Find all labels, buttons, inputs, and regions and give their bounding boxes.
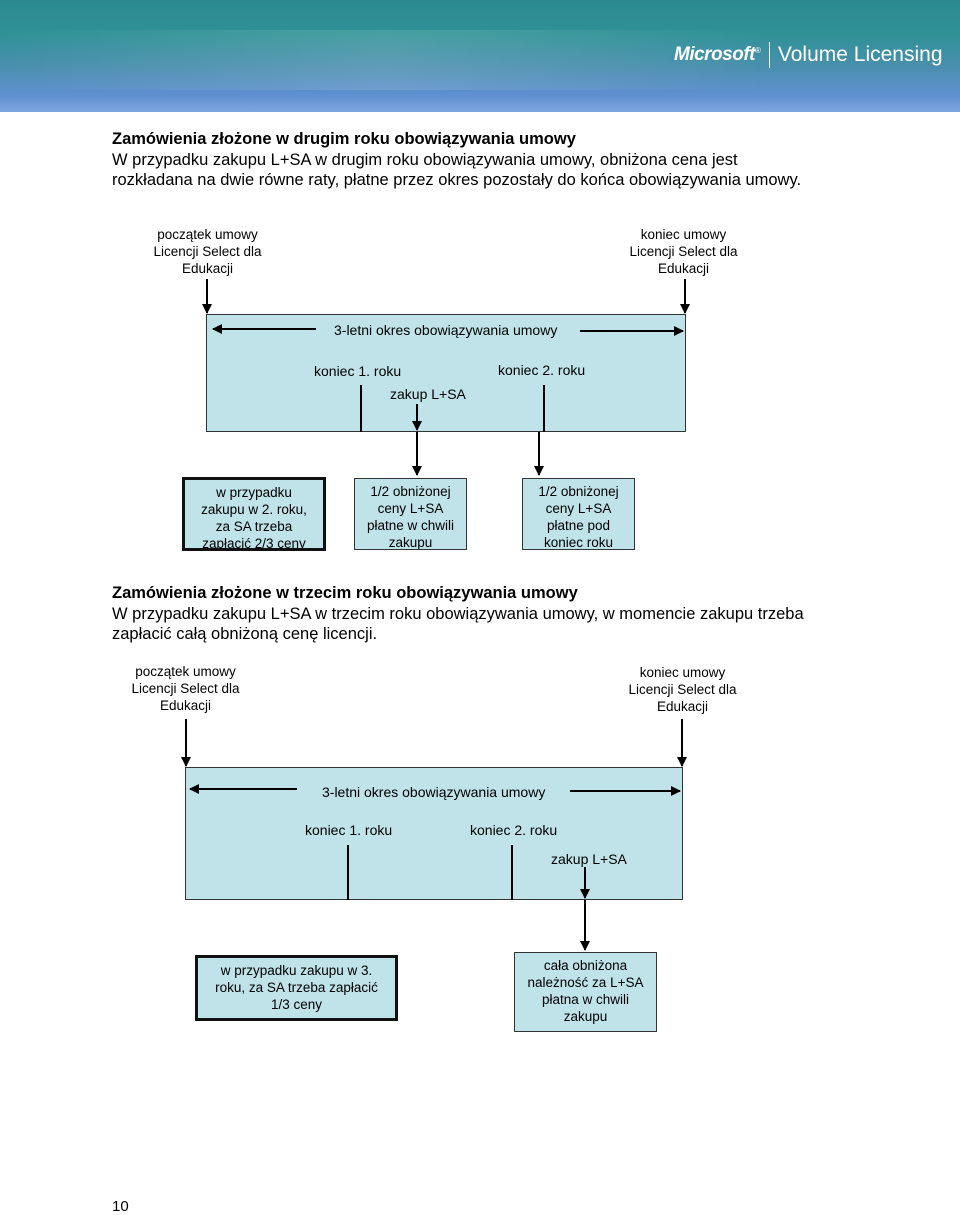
box-line: zakupu xyxy=(388,535,433,550)
section1-box-sa: w przypadku zakupu w 2. roku, za SA trze… xyxy=(182,477,326,551)
box-line: płatne w chwili xyxy=(366,518,455,533)
section2-purchase: zakup L+SA xyxy=(551,851,627,867)
section1-line2: rozkładana na dwie równe raty, płatne pr… xyxy=(112,171,802,189)
end-line-1: koniec umowy xyxy=(639,665,726,680)
start-line-2: Licencji Select dla xyxy=(131,681,240,696)
box-line: 1/3 ceny xyxy=(270,997,323,1012)
section1-box-half1: 1/2 obniżonej ceny L+SA płatne w chwili … xyxy=(354,478,467,550)
section1-end-year1: koniec 1. roku xyxy=(314,363,402,379)
section1-title: Zamówienia złożone w drugim roku obowiąz… xyxy=(112,130,576,148)
box-line: w przypadku xyxy=(216,485,292,500)
section1-end-label: koniec umowy Licencji Select dla Edukacj… xyxy=(596,226,771,277)
section2-end-label: koniec umowy Licencji Select dla Edukacj… xyxy=(595,664,770,715)
section2-box-full: cała obniżona należność za L+SA płatna w… xyxy=(514,952,657,1032)
box-line: zakupu xyxy=(563,1009,608,1024)
section2-period-label: 3-letni okres obowiązywania umowy xyxy=(322,784,546,800)
start-line-3: Edukacji xyxy=(181,261,234,276)
section1-end-year2: koniec 2. roku xyxy=(498,362,586,378)
section1-box-half2: 1/2 obniżonej ceny L+SA płatne pod konie… xyxy=(522,478,635,550)
section2-line2: zapłacić całą obniżoną cenę licencji. xyxy=(112,625,378,643)
section1-line1: W przypadku zakupu L+SA w drugim roku ob… xyxy=(112,151,738,169)
box-line: koniec roku xyxy=(543,535,614,550)
brand-registered-mark: ® xyxy=(755,45,761,55)
header-banner: Microsoft ® Volume Licensing xyxy=(0,0,960,112)
section2-start-label: początek umowy Licencji Select dla Eduka… xyxy=(98,663,273,714)
section1-start-label: początek umowy Licencji Select dla Eduka… xyxy=(120,226,295,277)
section1-period-label: 3-letni okres obowiązywania umowy xyxy=(334,322,558,338)
box-line: za SA trzeba xyxy=(215,519,293,534)
box-line: roku, za SA trzeba zapłacić xyxy=(215,980,378,995)
end-line-1: koniec umowy xyxy=(640,227,727,242)
start-line-2: Licencji Select dla xyxy=(153,244,262,259)
section2-period-band xyxy=(185,767,683,900)
box-line: płatna w chwili xyxy=(541,992,630,1007)
page-number: 10 xyxy=(112,1198,129,1215)
box-line: w przypadku zakupu w 3. xyxy=(220,963,373,978)
start-line-1: początek umowy xyxy=(157,227,258,242)
section2-end-year2: koniec 2. roku xyxy=(470,822,558,838)
section2-end-year1: koniec 1. roku xyxy=(305,822,393,838)
section2-title: Zamówienia złożone w trzecim roku obowią… xyxy=(112,584,578,602)
box-line: zakupu w 2. roku, xyxy=(201,502,307,517)
end-line-2: Licencji Select dla xyxy=(628,682,737,697)
box-line: 1/2 obniżonej xyxy=(538,484,619,499)
start-line-3: Edukacji xyxy=(159,698,212,713)
brand-microsoft: Microsoft xyxy=(674,44,756,65)
box-line: cała obniżona xyxy=(543,958,628,973)
brand-separator xyxy=(768,42,770,68)
end-line-3: Edukacji xyxy=(657,261,710,276)
box-line: należność za L+SA xyxy=(527,975,644,990)
brand-product: Volume Licensing xyxy=(777,43,943,66)
section1-purchase: zakup L+SA xyxy=(390,386,466,402)
box-line: zapłacić 2/3 ceny xyxy=(202,536,306,551)
end-line-2: Licencji Select dla xyxy=(629,244,738,259)
box-line: 1/2 obniżonej xyxy=(370,484,451,499)
volume-licensing-logo: Microsoft ® Volume Licensing xyxy=(674,40,943,70)
box-line: ceny L+SA xyxy=(377,501,444,516)
box-line: ceny L+SA xyxy=(545,501,612,516)
section1-period-band xyxy=(206,314,686,432)
banner-wave xyxy=(0,30,960,90)
section2-box-sa: w przypadku zakupu w 3. roku, za SA trze… xyxy=(195,955,398,1021)
box-line: płatne pod xyxy=(546,518,611,533)
start-line-1: początek umowy xyxy=(135,664,236,679)
section2-line1: W przypadku zakupu L+SA w trzecim roku o… xyxy=(112,605,804,623)
end-line-3: Edukacji xyxy=(656,699,709,714)
